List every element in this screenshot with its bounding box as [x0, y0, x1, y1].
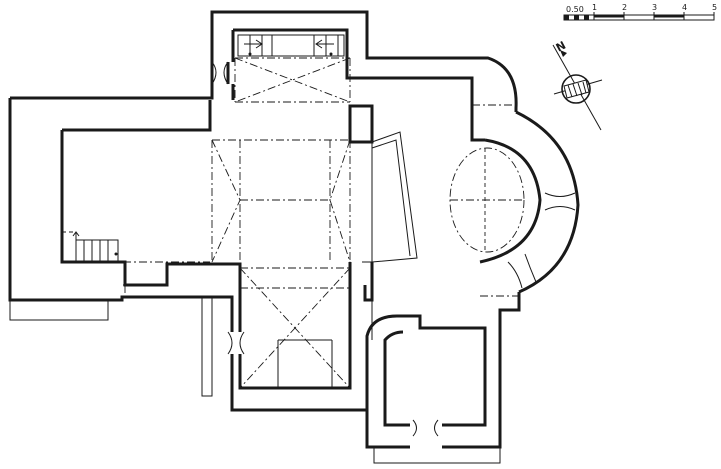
tower-stairs [237, 34, 345, 57]
north-letter: N [554, 39, 568, 55]
scale-label-4: 4 [682, 3, 687, 12]
outer-wall [8, 10, 580, 449]
scale-label-2: 2 [622, 3, 627, 12]
chancel-platform [362, 131, 418, 263]
scale-label-1: 1 [592, 3, 597, 12]
scale-label-050: 0.50 [566, 5, 584, 14]
annex-outlines [9, 297, 501, 464]
vault-lines [123, 57, 525, 389]
scale-label-5: 5 [712, 3, 717, 12]
doorway-apse [507, 192, 576, 289]
doorway-south-east [410, 419, 442, 450]
doorway-south [226, 331, 246, 355]
doorway-north-tower [205, 61, 235, 85]
west-stairs [62, 231, 119, 263]
scale-bar: 0.50 1 2 3 4 5 [563, 3, 717, 21]
north-arrow-icon: N [552, 39, 603, 131]
scale-label-3: 3 [652, 3, 657, 12]
inner-wall [60, 28, 542, 427]
